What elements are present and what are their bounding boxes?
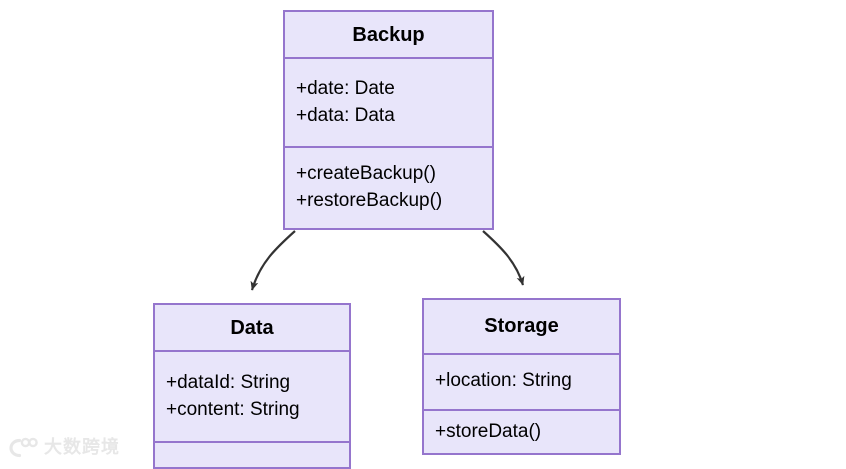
uml-class-storage[interactable]: Storage +location: String +storeData() [422,298,621,455]
uml-class-data[interactable]: Data +dataId: String +content: String [153,303,351,469]
attribute-row: +location: String [435,370,572,392]
edge-backup-to-data [250,230,296,291]
class-name-compartment: Backup [285,12,492,57]
brand-logo-icon [9,437,38,458]
attribute-row: +dataId: String [166,371,291,393]
attribute-row: +content: String [166,398,300,420]
class-name-compartment: Storage [424,300,619,353]
class-methods-compartment: +createBackup() +restoreBackup() [285,146,492,228]
class-methods-compartment: +storeData() [424,409,619,453]
class-attributes-compartment: +dataId: String +content: String [155,350,349,441]
class-title: Storage [484,315,559,338]
class-attributes-compartment: +location: String [424,352,619,410]
class-name-compartment: Data [155,305,349,350]
attribute-row: +data: Data [296,104,395,126]
attribute-row: +date: Date [296,77,395,99]
method-row: +createBackup() [296,163,436,185]
class-attributes-compartment: +date: Date +data: Data [285,57,492,146]
class-title: Data [230,316,274,339]
watermark-text: 大数跨境 [44,437,120,457]
method-row: +storeData() [435,420,542,442]
class-title: Backup [352,23,425,46]
method-row: +restoreBackup() [296,190,443,211]
watermark: 大数跨境 [8,434,124,460]
class-methods-compartment [155,441,349,467]
uml-class-backup[interactable]: Backup +date: Date +data: Data +createBa… [283,10,494,230]
edge-backup-to-storage [482,230,525,286]
